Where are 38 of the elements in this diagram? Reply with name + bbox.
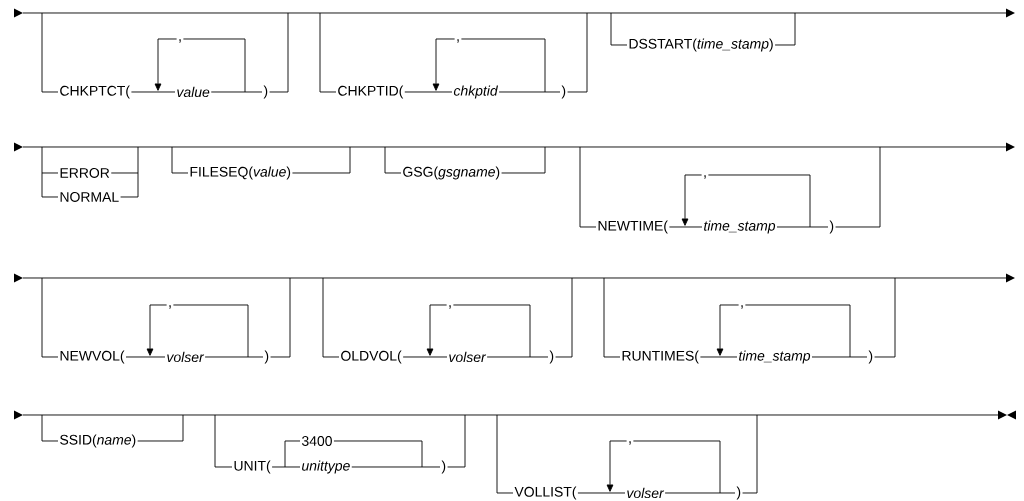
keyword-label: ERROR [60,168,110,178]
keyword-label: NORMAL [60,192,119,202]
keyword-label: GSG(gsgname) [403,166,500,180]
keyword-label: RUNTIMES( [622,350,699,364]
keyword-label: ) [736,486,741,500]
comma-label: , [457,39,459,43]
keyword-label: DSSTART(time_stamp) [629,38,773,52]
comma-label: , [741,305,743,309]
variable-label: chkptid [453,85,498,99]
keyword-label: ) [264,350,269,364]
keyword-label: UNIT( [234,460,271,474]
variable-label: volser [449,351,487,363]
keyword-label: NEWVOL( [60,350,125,364]
keyword-label: NEWTIME( [598,220,668,234]
keyword-label: ) [263,85,268,99]
keyword-label: CHKPTID( [338,85,404,99]
variable-label: volser [167,351,205,363]
keyword-label: ) [561,85,566,99]
keyword-label: ) [549,350,554,364]
variable-label: unittype [302,460,350,474]
comma-label: , [629,441,631,445]
variable-label: value [177,86,210,98]
keyword-label: OLDVOL( [341,350,402,364]
comma-label: , [704,175,706,179]
comma-label: , [449,305,451,309]
keyword-label: ) [829,220,834,234]
keyword-label: ) [868,350,873,364]
keyword-label: SSID(name) [60,434,136,448]
keyword-label: CHKPTCT( [60,85,130,99]
keyword-label: 3400 [302,436,332,446]
variable-label: time_stamp [739,350,811,364]
keyword-label: VOLLIST( [514,486,577,500]
variable-label: time_stamp [704,220,776,234]
keyword-label: FILESEQ(value) [190,166,291,180]
keyword-label: ) [441,460,446,474]
comma-label: , [169,305,171,309]
variable-label: volser [627,487,665,499]
comma-label: , [179,39,181,43]
